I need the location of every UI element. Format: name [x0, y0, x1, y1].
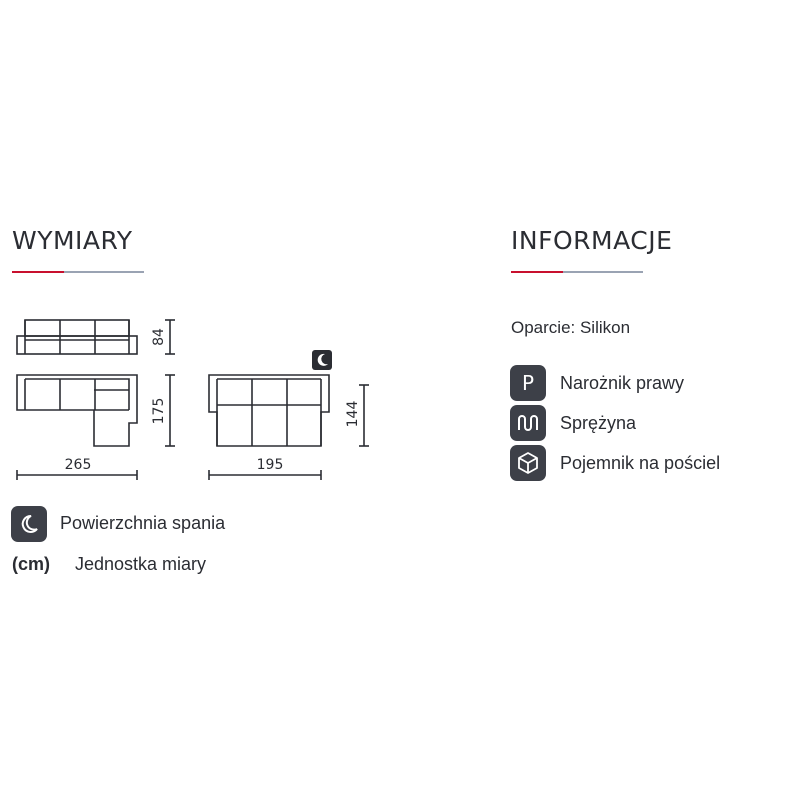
corner-depth-dimension-line [165, 374, 175, 447]
unit-legend-label: Jednostka miary [75, 554, 207, 574]
bed-depth-label: 144 [345, 401, 361, 428]
dimensions-title-underline [12, 271, 144, 273]
bed-width-label: 195 [257, 457, 284, 473]
feature-spring-label: Sprężyna [560, 413, 637, 433]
dimension-diagram: 84 175 265 144 195 [16, 319, 369, 480]
unit-symbol: (cm) [12, 554, 51, 574]
spring-icon [510, 405, 546, 441]
moon-icon [312, 350, 332, 370]
sofa-front-view [16, 319, 138, 355]
height-dimension-line [165, 319, 175, 355]
corner-depth-label: 175 [151, 398, 167, 425]
information-title: INFORMACJE [511, 226, 673, 255]
box-icon [510, 445, 546, 481]
p-letter-glyph: P [521, 371, 535, 395]
bed-depth-dimension-line [359, 384, 369, 447]
moon-icon [11, 506, 47, 542]
information-title-underline [511, 271, 643, 273]
feature-corner-label: Narożnik prawy [560, 373, 685, 393]
corner-width-label: 265 [65, 457, 92, 473]
corner-sofa-top-view [16, 374, 138, 447]
sofa-height-label: 84 [151, 328, 167, 346]
corner-width-dimension-line [16, 470, 138, 480]
dimensions-title: WYMIARY [12, 226, 133, 255]
sleeping-area-view [208, 374, 330, 447]
p-letter-icon: P [510, 365, 546, 401]
feature-storage-label: Pojemnik na pościel [560, 453, 721, 473]
bed-width-dimension-line [208, 470, 322, 480]
sleeping-area-legend-label: Powierzchnia spania [60, 513, 226, 533]
backrest-info: Oparcie: Silikon [511, 318, 631, 337]
